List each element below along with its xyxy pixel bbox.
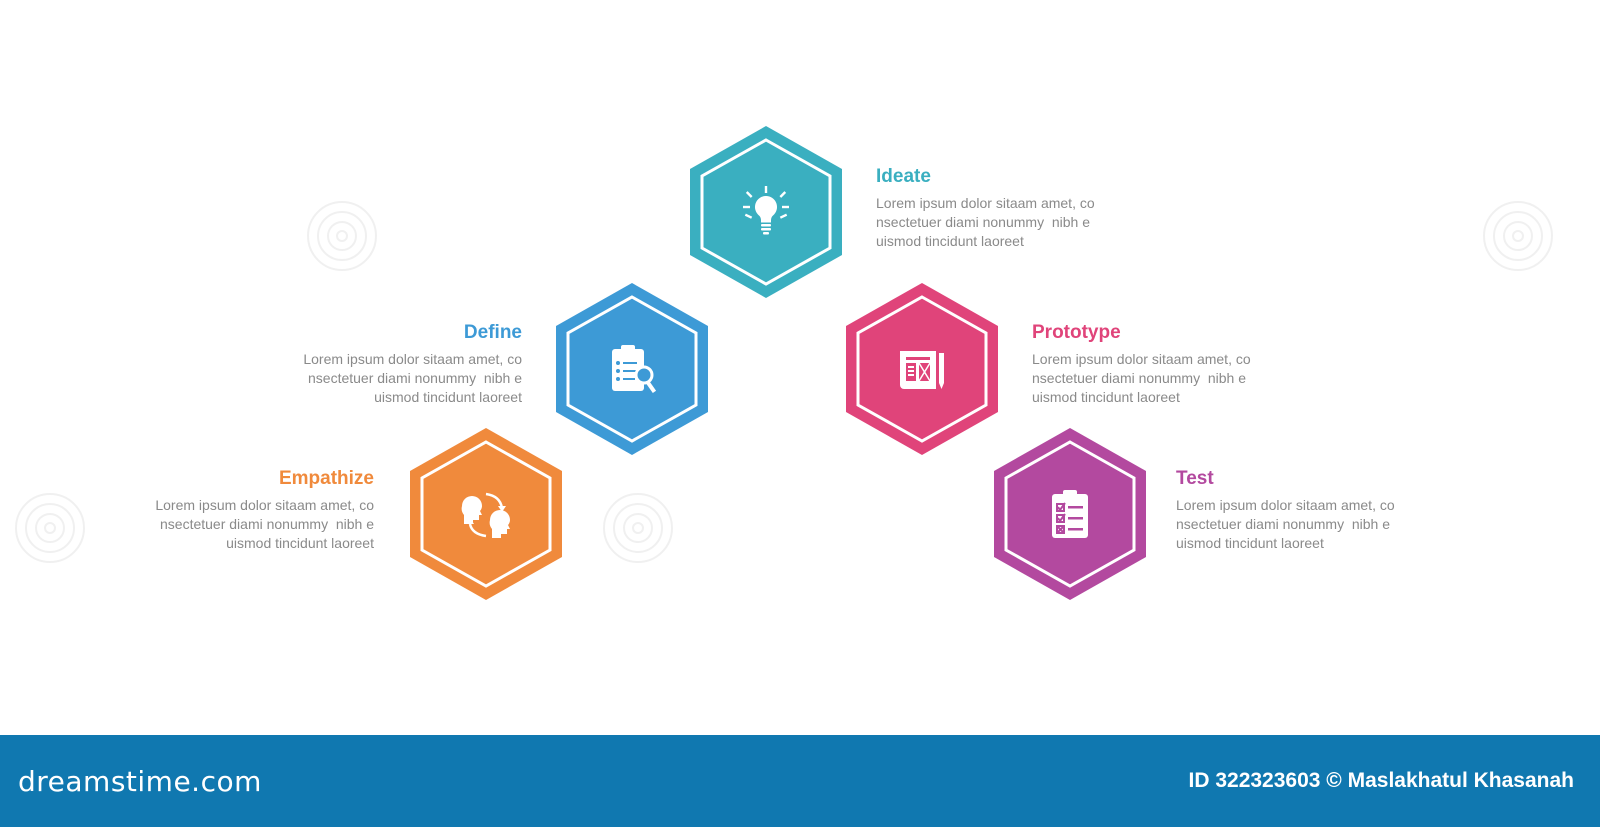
step-description: Lorem ipsum dolor sitaam amet, co nsecte… <box>303 351 522 405</box>
step-description: Lorem ipsum dolor sitaam amet, co nsecte… <box>1032 351 1251 405</box>
diagram-canvas: Ideate Lorem ipsum dolor sitaam amet, co… <box>15 126 1553 600</box>
step-description: Lorem ipsum dolor sitaam amet, co nsecte… <box>876 195 1095 249</box>
step-test: Test Lorem ipsum dolor sitaam amet, co n… <box>1176 468 1436 553</box>
clipboard-search-icon <box>612 345 657 394</box>
checklist-icon <box>1052 490 1088 538</box>
step-title: Define <box>463 322 522 343</box>
hexagon-test <box>994 428 1146 600</box>
hexagon-prototype <box>846 283 998 455</box>
step-title: Test <box>1176 468 1214 489</box>
footer-credit: ID 322323603 © Maslakhatul Khasanah <box>1188 769 1575 792</box>
watermark-spiral <box>307 201 377 271</box>
step-title: Prototype <box>1032 322 1121 343</box>
step-define: Define Lorem ipsum dolor sitaam amet, co… <box>262 322 522 407</box>
step-title: Ideate <box>876 166 931 187</box>
blueprint-pencil-icon <box>900 351 944 389</box>
watermark-spiral <box>1483 201 1553 271</box>
step-ideate: Ideate Lorem ipsum dolor sitaam amet, co… <box>876 166 1136 251</box>
step-description: Lorem ipsum dolor sitaam amet, co nsecte… <box>1176 497 1395 551</box>
hexagon-empathize <box>410 428 562 600</box>
footer-brand[interactable]: dreamstime.com <box>18 765 262 798</box>
footer-bar: dreamstime.com ID 322323603 © Maslakhatu… <box>0 735 1600 827</box>
lightbulb-icon <box>743 186 789 235</box>
hexagon-ideate <box>690 126 842 298</box>
step-title: Empathize <box>278 468 374 489</box>
heads-exchange-icon <box>461 492 510 538</box>
step-prototype: Prototype Lorem ipsum dolor sitaam amet,… <box>1032 322 1292 407</box>
watermark-spiral <box>603 493 673 563</box>
step-empathize: Empathize Lorem ipsum dolor sitaam amet,… <box>114 468 374 553</box>
hexagon-define <box>556 283 708 455</box>
step-description: Lorem ipsum dolor sitaam amet, co nsecte… <box>155 497 374 551</box>
watermark-spiral <box>15 493 85 563</box>
